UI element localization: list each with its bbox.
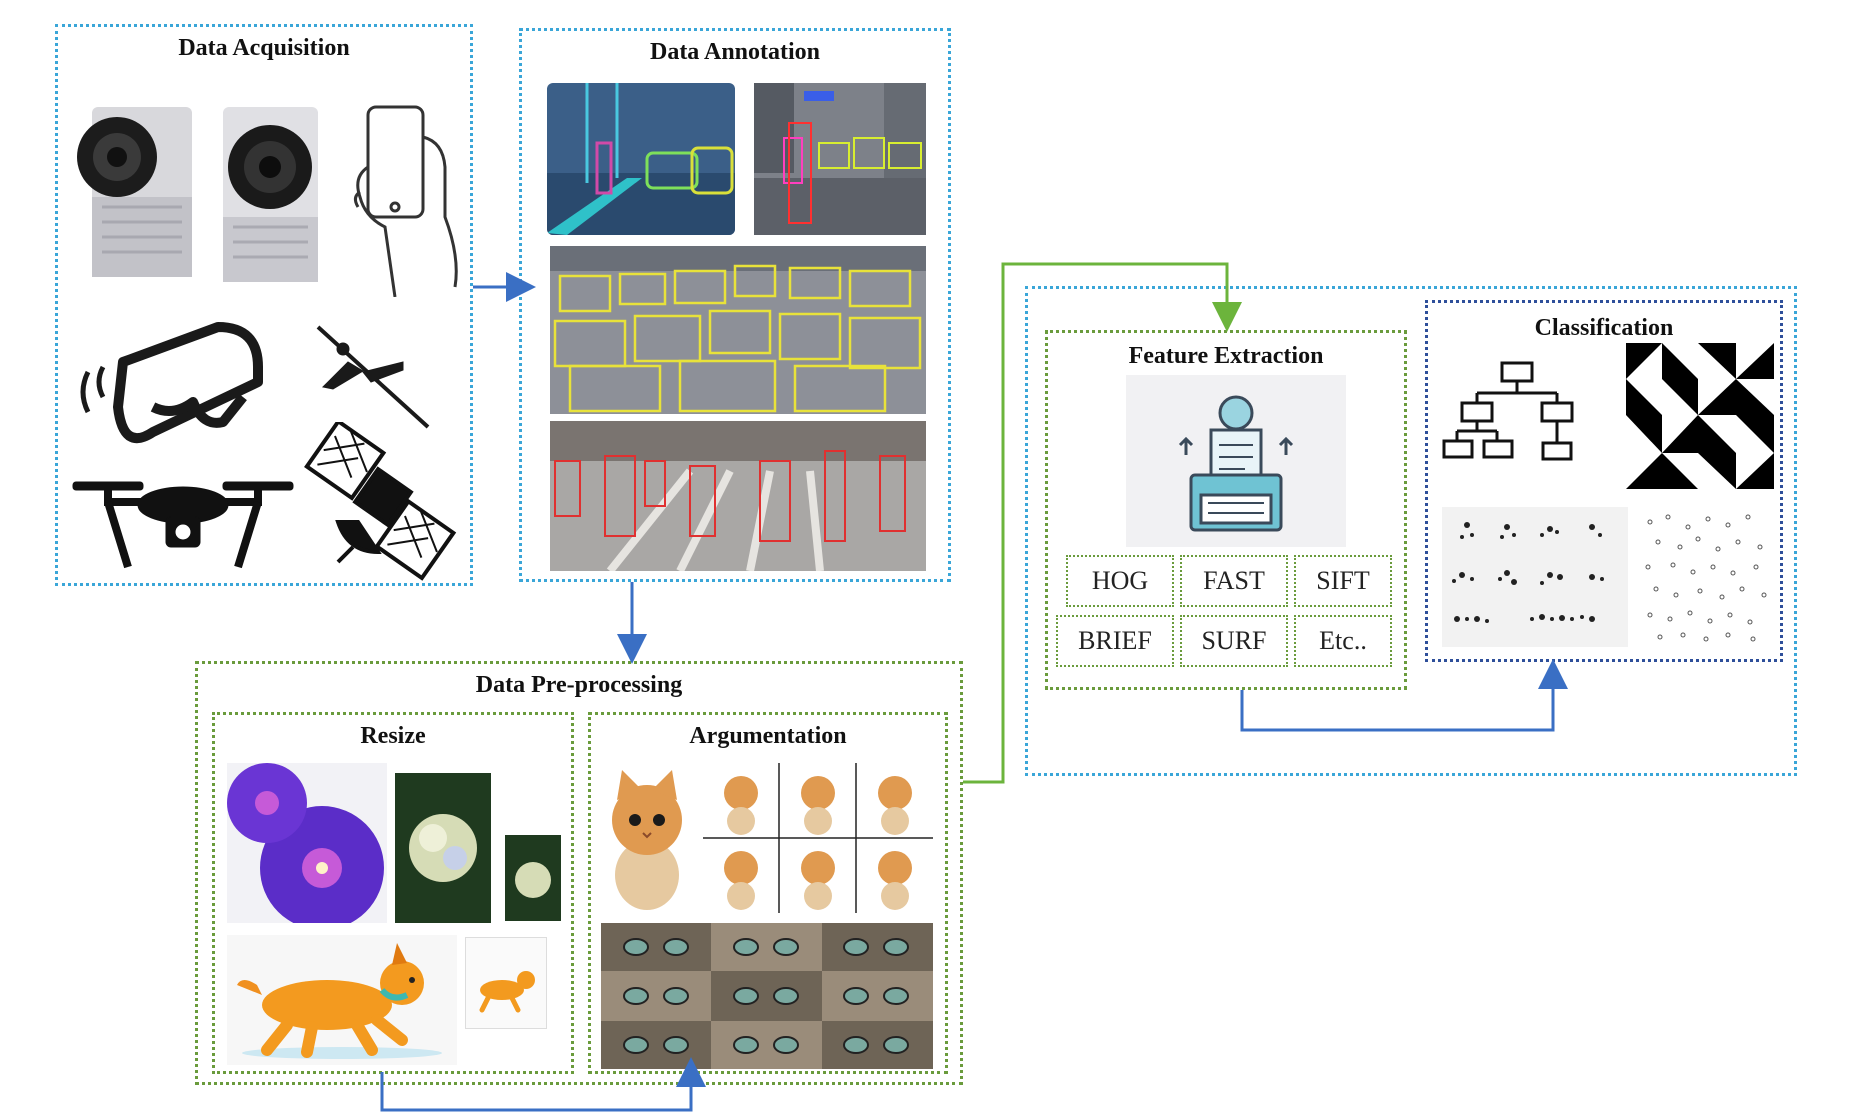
data-preprocessing-panel: Data Pre-processing Resize [195, 661, 963, 1085]
augmentation-title: Argumentation [689, 723, 847, 749]
dog-small-image [465, 937, 547, 1029]
drone-icon [68, 467, 298, 577]
data-acquisition-title: Data Acquisition [178, 35, 350, 61]
method-brief: BRIEF [1056, 615, 1174, 667]
decision-tree-icon [1442, 355, 1592, 480]
resize-title: Resize [360, 723, 426, 749]
hydrangea-small-image [505, 835, 561, 921]
airplane-icon [308, 317, 438, 437]
method-hog: HOG [1066, 555, 1174, 607]
data-acquisition-panel: Data Acquisition [55, 24, 473, 586]
traffic-bounding-boxes-image [550, 246, 926, 414]
industrial-camera-icon [72, 87, 202, 287]
recognition-pipeline-panel [1025, 286, 1797, 776]
smartphone-in-hand-icon [348, 97, 458, 297]
satellite-icon [298, 422, 458, 582]
robot-document-icon [1126, 375, 1346, 547]
dog-large-image [227, 935, 457, 1065]
augmentation-panel: Argumentation [588, 712, 948, 1074]
kitten-augmented-grid-image [703, 763, 933, 913]
pattern-mosaic-image [1626, 343, 1774, 489]
feature-extraction-panel: Feature Extraction HOG FAST SIFT BRIEF S… [1045, 330, 1407, 690]
arrow-icon [380, 1057, 706, 1112]
feature-extraction-title: Feature Extraction [1128, 343, 1324, 369]
cat-face-tiles-image [601, 923, 933, 1069]
point-clusters-image [1442, 507, 1628, 647]
data-preprocessing-title: Data Pre-processing [475, 672, 683, 698]
kitten-original-image [597, 765, 697, 915]
method-surf: SURF [1180, 615, 1288, 667]
method-etc: Etc.. [1294, 615, 1392, 667]
arrow-icon [963, 262, 1242, 784]
method-fast: FAST [1180, 555, 1288, 607]
data-annotation-title: Data Annotation [649, 39, 821, 65]
data-annotation-panel: Data Annotation [519, 28, 951, 582]
industrial-camera-icon [208, 97, 328, 292]
pedestrian-bounding-boxes-image [550, 421, 926, 571]
arrow-icon [1240, 659, 1568, 732]
method-sift: SIFT [1294, 555, 1392, 607]
classification-title: Classification [1534, 315, 1674, 341]
resize-panel: Resize [212, 712, 574, 1074]
scattered-points-image [1638, 507, 1774, 647]
segmentation-street-image [547, 83, 735, 235]
classification-panel: Classification [1425, 300, 1783, 662]
detection-street-image [754, 83, 926, 235]
vr-headset-icon [68, 312, 268, 462]
flower-large-image [227, 763, 387, 923]
hydrangea-medium-image [395, 773, 491, 923]
